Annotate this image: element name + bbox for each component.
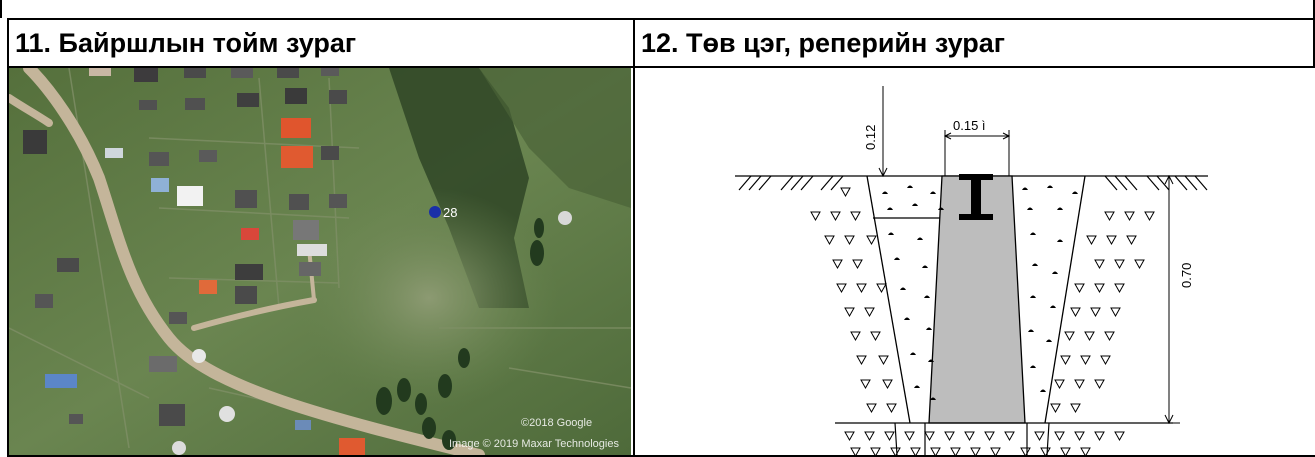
dirt-roads [9,68,485,455]
info-table: 11. Байршлын тойм зураг 12. Төв цэг, реп… [7,18,1315,457]
field-area [479,68,631,208]
location-map-cell: 28 ©2018 Google Image © 2019 Maxar Techn… [9,68,635,455]
previous-table-edge [0,0,1315,18]
houses [23,68,572,455]
pit-bottom [835,422,1173,455]
benchmark-drawing-cell: 0.12 0.15 ì 0.70 [635,68,1315,455]
dimension-depth [1160,174,1180,425]
map-watermark-maxar: Image © 2019 Maxar Technologies [449,438,619,450]
map-watermark-google: ©2018 Google [521,417,592,429]
dimension-width-label: 0.15 ì [953,118,986,133]
dimension-depth-label: 0.70 [1179,263,1194,288]
benchmark-section-title: 12. Төв цэг, реперийн зураг [635,20,1315,68]
dimension-top [878,86,888,178]
steel-marker [959,174,993,220]
survey-point-label: 28 [443,205,457,220]
clearing-area [299,188,559,408]
trees [376,218,544,450]
survey-point-marker[interactable] [429,206,441,218]
dimension-width [943,130,1011,176]
dimension-top-label: 0.12 [863,125,878,150]
location-section-title: 11. Байршлын тойм зураг [9,20,635,68]
benchmark-drawing: 0.12 0.15 ì 0.70 [735,86,1208,455]
satellite-map: 28 ©2018 Google Image © 2019 Maxar Techn… [9,68,631,455]
